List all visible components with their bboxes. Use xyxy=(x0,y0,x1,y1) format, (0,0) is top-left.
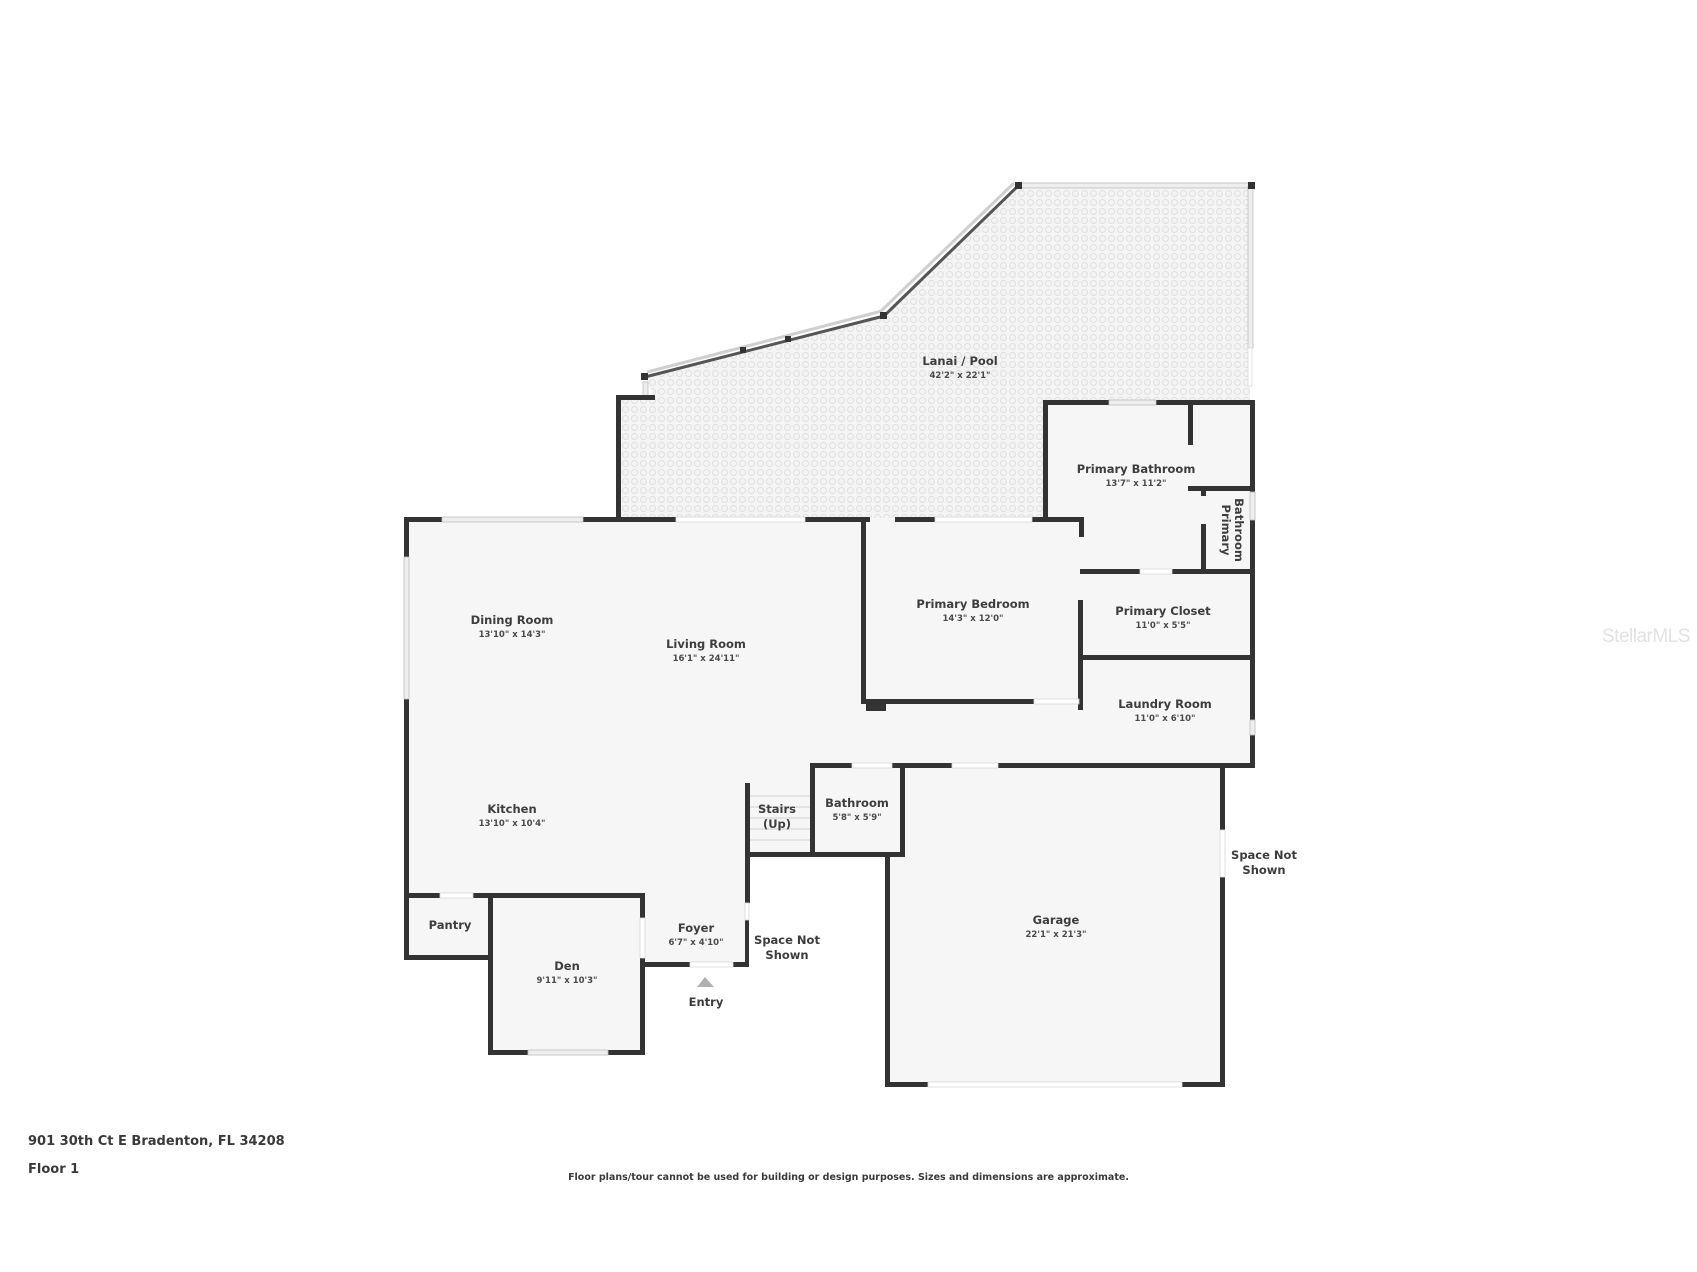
property-address: 901 30th Ct E Bradenton, FL 34208 xyxy=(28,1134,285,1149)
svg-text:Shown: Shown xyxy=(1242,863,1285,877)
svg-text:11'0" x 6'10": 11'0" x 6'10" xyxy=(1135,714,1196,724)
svg-text:Garage: Garage xyxy=(1033,913,1080,927)
walls xyxy=(404,400,1255,1087)
watermark: StellarMLS xyxy=(1602,626,1690,647)
svg-text:Bathroom: Bathroom xyxy=(825,796,889,810)
svg-text:Foyer: Foyer xyxy=(678,921,715,935)
room-label-primary-bathroom-2: Primary Bathroom xyxy=(1219,498,1246,562)
svg-text:Living Room: Living Room xyxy=(666,637,746,651)
svg-text:5'8" x 5'9": 5'8" x 5'9" xyxy=(832,813,881,823)
stairs-treads xyxy=(750,785,810,852)
svg-text:Primary Bathroom: Primary Bathroom xyxy=(1077,462,1196,476)
windows-doors xyxy=(403,399,1256,1088)
svg-text:Kitchen: Kitchen xyxy=(487,802,536,816)
svg-text:11'0" x 5'5": 11'0" x 5'5" xyxy=(1135,621,1190,631)
room-label-pantry: Pantry xyxy=(429,918,472,932)
svg-text:Primary Bedroom: Primary Bedroom xyxy=(916,597,1029,611)
svg-text:6'7" x 4'10": 6'7" x 4'10" xyxy=(668,938,723,948)
entry-label: Entry xyxy=(689,995,724,1009)
room-label-living-room: Living Room 16'1" x 24'11" xyxy=(666,637,746,664)
room-label-stairs: Stairs (Up) xyxy=(758,802,796,831)
svg-text:Shown: Shown xyxy=(765,948,808,962)
room-label-foyer: Foyer 6'7" x 4'10" xyxy=(668,921,723,948)
label-space-not-shown-left: Space Not Shown xyxy=(754,933,820,962)
svg-text:(Up): (Up) xyxy=(763,817,791,831)
svg-text:Pantry: Pantry xyxy=(429,918,472,932)
svg-text:Primary Closet: Primary Closet xyxy=(1115,604,1211,618)
svg-text:Bathroom: Bathroom xyxy=(1232,498,1246,562)
svg-text:14'3" x 12'0": 14'3" x 12'0" xyxy=(943,614,1004,624)
label-space-not-shown-right: Space Not Shown xyxy=(1231,848,1297,877)
floor-label: Floor 1 xyxy=(28,1162,80,1177)
room-label-laundry-room: Laundry Room 11'0" x 6'10" xyxy=(1118,697,1212,724)
svg-text:Lanai / Pool: Lanai / Pool xyxy=(922,354,997,368)
svg-text:13'10" x 10'4": 13'10" x 10'4" xyxy=(479,819,546,829)
svg-text:13'10" x 14'3": 13'10" x 14'3" xyxy=(479,630,546,640)
svg-text:Dining Room: Dining Room xyxy=(471,613,554,627)
room-label-den: Den 9'11" x 10'3" xyxy=(537,959,598,986)
house-floor xyxy=(405,402,1250,1085)
svg-text:Primary: Primary xyxy=(1219,505,1233,556)
entry-arrow-icon xyxy=(697,977,714,987)
svg-text:22'1" x 21'3": 22'1" x 21'3" xyxy=(1026,930,1087,940)
room-label-primary-bathroom: Primary Bathroom 13'7" x 11'2" xyxy=(1077,462,1196,489)
svg-text:Space Not: Space Not xyxy=(754,933,820,947)
room-label-dining-room: Dining Room 13'10" x 14'3" xyxy=(471,613,554,640)
lanai-pool-area xyxy=(616,181,1255,520)
svg-text:Stairs: Stairs xyxy=(758,802,796,816)
room-label-lanai: Lanai / Pool 42'2" x 22'1" xyxy=(922,354,997,381)
svg-text:13'7" x 11'2": 13'7" x 11'2" xyxy=(1106,479,1167,489)
svg-text:16'1" x 24'11": 16'1" x 24'11" xyxy=(673,654,740,664)
svg-text:42'2" x 22'1": 42'2" x 22'1" xyxy=(930,371,991,381)
room-label-primary-bedroom: Primary Bedroom 14'3" x 12'0" xyxy=(916,597,1029,624)
disclaimer: Floor plans/tour cannot be used for buil… xyxy=(568,1172,1129,1183)
svg-text:Laundry Room: Laundry Room xyxy=(1118,697,1212,711)
room-label-kitchen: Kitchen 13'10" x 10'4" xyxy=(479,802,546,829)
svg-text:Space Not: Space Not xyxy=(1231,848,1297,862)
room-label-bathroom: Bathroom 5'8" x 5'9" xyxy=(825,796,889,823)
svg-text:Den: Den xyxy=(554,959,580,973)
svg-text:9'11" x 10'3": 9'11" x 10'3" xyxy=(537,976,598,986)
room-label-garage: Garage 22'1" x 21'3" xyxy=(1026,913,1087,940)
room-label-primary-closet: Primary Closet 11'0" x 5'5" xyxy=(1115,604,1211,631)
